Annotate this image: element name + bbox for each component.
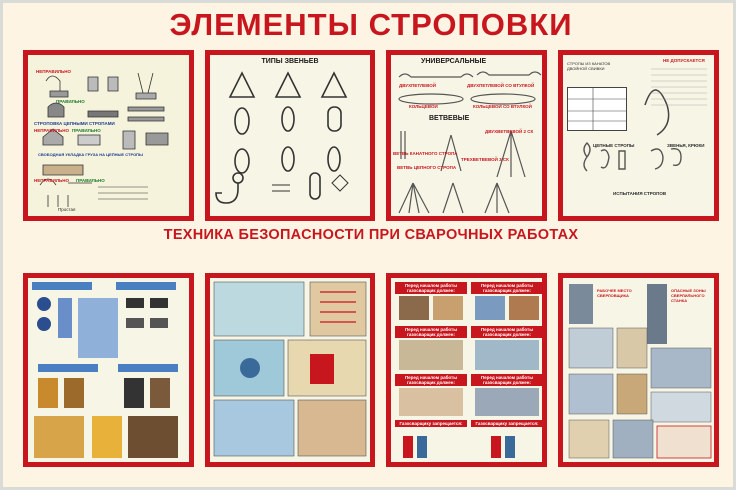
poster3-header-branch: ВЕТВЕВЫЕ (429, 115, 470, 122)
rule-header-6: Перед началом работы газосварщик должен: (471, 374, 542, 386)
poster2-title: ТИПЫ ЗВЕНЬЕВ (261, 58, 319, 65)
label-wrong-2: НЕПРАВИЛЬНО (34, 128, 69, 133)
rule-header-5: Перед началом работы газосварщик должен: (395, 374, 467, 386)
label-rope-branch: ВЕТВЬ КАНАТНОГО СТРОПА (393, 151, 458, 156)
label-right-2: ПРАВИЛЬНО (72, 128, 101, 133)
label-simple: Простая (58, 207, 76, 212)
label-three-branch: ТРЕХВЕТВЕВОЙ 3 СК (461, 157, 509, 162)
poster-welder-protection (23, 273, 194, 467)
gas-welder-illustrations (399, 296, 539, 458)
label-double-lay-ropes: СТРОПЫ ИЗ КАНАТОВ ДВОЙНОЙ СВИВКИ (567, 61, 611, 71)
label-two-loop-sleeve: ДВУХПЕТЛЕВОЙ СО ВТУЛКОЙ (467, 83, 535, 88)
poster-slinging-methods: НЕПРАВИЛЬНО ПРАВИЛЬНО СТРОПОВКА ЦЕПНЫМИ … (23, 50, 194, 221)
label-chain-slings: ЦЕПНЫЕ СТРОПЫ (593, 143, 635, 148)
poster4-header: НЕ ДОПУСКАЕТСЯ (663, 58, 705, 63)
label-right-3: ПРАВИЛЬНО (76, 178, 105, 183)
label-two-loop: ДВУХПЕТЛЕВОЙ (399, 83, 436, 88)
label-chain-slinging: СТРОПОВКА ЦЕПНЫМИ СТРОПАМИ (34, 121, 115, 126)
label-wrong-3: НЕПРАВИЛЬНО (34, 178, 69, 183)
label-ring-sleeve: КОЛЬЦЕВОЙ СО ВТУЛКОЙ (473, 104, 532, 109)
rule-header-2: Перед началом работы газосварщик должен: (471, 282, 542, 294)
rule-header-7: Газосварщику запрещается: (395, 420, 467, 427)
rule-header-1: Перед началом работы газосварщик должен: (395, 282, 467, 294)
poster-drilling-machine: РАБОЧЕЕ МЕСТО СВЕРЛОВЩИКА ОПАСНЫЕ ЗОНЫ С… (558, 273, 719, 467)
label-ring: КОЛЬЦЕВОЙ (409, 104, 438, 109)
section-title-welding: ТЕХНИКА БЕЗОПАСНОСТИ ПРИ СВАРОЧНЫХ РАБОТ… (163, 227, 579, 243)
drill-header-workplace: РАБОЧЕЕ МЕСТО СВЕРЛОВЩИКА (597, 288, 632, 298)
rule-header-8: Газосварщику запрещается: (471, 420, 542, 427)
label-wrong-1: НЕПРАВИЛЬНО (36, 69, 71, 74)
sling-drawings (398, 71, 542, 214)
link-types-drawings (215, 71, 349, 204)
label-links-hooks: ЗВЕНЬЯ, КРЮКИ (667, 143, 705, 148)
poster3-header-universal: УНИВЕРСАЛЬНЫЕ (421, 58, 487, 65)
rule-header-3: Перед началом работы газосварщик должен: (395, 326, 467, 338)
drilling-machine-illustrations (568, 284, 712, 459)
label-two-branch: ДВУХВЕТВЕВОЙ 2 СК (485, 129, 534, 134)
defect-drawings (567, 68, 707, 172)
label-right-1: ПРАВИЛЬНО (56, 99, 85, 104)
electric-welding-illustrations (213, 281, 367, 457)
label-free-laying: СВОБОДНАЯ УКЛАДКА ГРУЗА НА ЦЕПНЫЕ СТРОПЫ (38, 152, 143, 157)
main-title: ЭЛЕМЕНТЫ СТРОПОВКИ (169, 7, 573, 42)
drill-header-danger-zones: ОПАСНЫЕ ЗОНЫ СВЕРЛИЛЬНОГО СТАНКА (671, 288, 706, 303)
slinging-illustrations (39, 72, 169, 207)
poster-not-allowed: НЕ ДОПУСКАЕТСЯ СТРОПЫ ИЗ КАНАТОВ ДВОЙНОЙ… (558, 50, 719, 221)
poster-gas-welder-rules: Перед началом работы газосварщик должен:… (386, 273, 547, 467)
label-sling-tests: ИСПЫТАНИЯ СТРОПОВ (613, 191, 667, 196)
poster-sling-types: УНИВЕРСАЛЬНЫЕ ДВУХПЕТЛЕВОЙ ДВУХПЕТЛЕВОЙ … (386, 50, 547, 221)
poster-electric-welding (205, 273, 375, 467)
poster-link-types: ТИПЫ ЗВЕНЬЕВ (205, 50, 375, 221)
label-chain-branch: ВЕТВЬ ЦЕПНОГО СТРОПА (397, 165, 457, 170)
rule-header-4: Перед началом работы газосварщик должен: (471, 326, 542, 338)
table-rope-defects (567, 87, 627, 131)
welder-protection-illustrations (32, 282, 178, 458)
